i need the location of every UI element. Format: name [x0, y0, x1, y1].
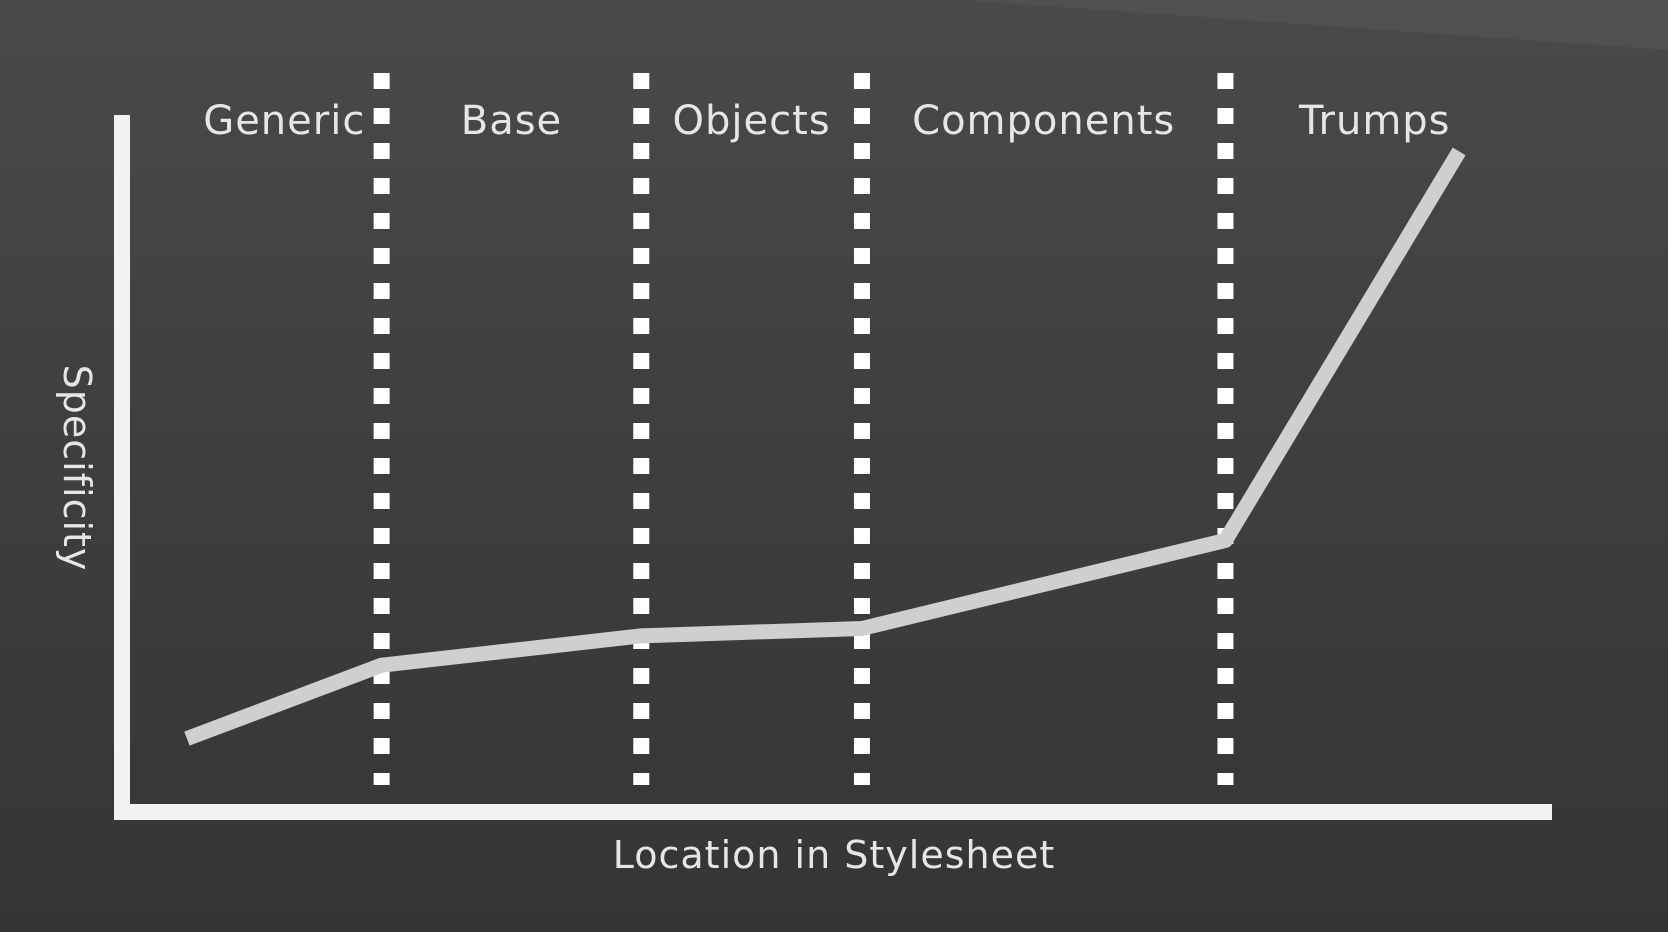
- specificity-line: [184, 147, 1466, 746]
- x-axis-label: Location in Stylesheet: [613, 833, 1056, 877]
- category-label-base: Base: [461, 98, 562, 144]
- chart-axes: [114, 115, 1552, 820]
- category-labels: Generic Base Objects Components Trumps: [203, 98, 1451, 144]
- category-label-components: Components: [912, 98, 1175, 144]
- specificity-line-series: [184, 147, 1466, 746]
- y-axis-label: Specificity: [55, 365, 99, 572]
- category-label-generic: Generic: [203, 98, 365, 144]
- category-label-objects: Objects: [673, 98, 831, 144]
- category-label-trumps: Trumps: [1298, 98, 1451, 144]
- section-dividers: [373, 73, 1234, 785]
